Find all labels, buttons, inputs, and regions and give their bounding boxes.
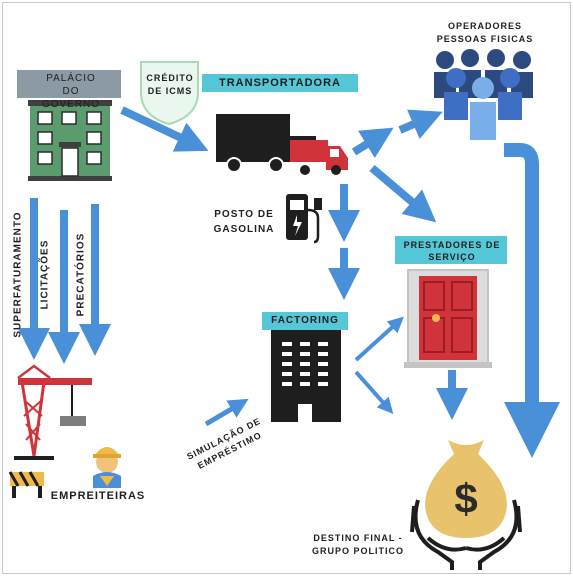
empreiteiras-label: EMPREITEIRAS xyxy=(50,490,146,502)
superfaturamento-label: SUPERFATURAMENTO xyxy=(12,211,24,338)
people-group-icon xyxy=(434,49,533,140)
arrow-operadores-to-destino xyxy=(504,143,560,458)
arrow-palacio-to-transportadora xyxy=(120,106,209,152)
truck-icon xyxy=(216,114,348,175)
money-bag-icon: $ xyxy=(425,440,507,538)
transportadora-label: TRANSPORTADORA xyxy=(219,77,341,89)
government-building-icon xyxy=(17,70,121,181)
transportadora-banner xyxy=(202,74,358,92)
door-icon xyxy=(395,236,507,368)
arrow-truck-to-operadores-b xyxy=(398,109,443,140)
fuel-pump-icon xyxy=(286,194,322,244)
arrow-truck-to-prestadores xyxy=(369,164,437,223)
licitacoes-label: LICITAÇÕES xyxy=(39,239,51,310)
hands-icon xyxy=(410,499,522,570)
badge-icon xyxy=(140,61,199,126)
prestadores-label: PRESTADORES DE SERVIÇO xyxy=(403,240,501,262)
factoring-label: FACTORING xyxy=(271,315,339,326)
precatorios-label: PRECATÓRIOS xyxy=(75,232,87,317)
posto-label: POSTO DE GASOLINA xyxy=(213,209,275,235)
barrier-icon xyxy=(8,471,44,498)
flow-arrows xyxy=(18,106,560,458)
arrow-simulacao-to-factoring xyxy=(204,398,249,427)
arrow-factoring-to-destino xyxy=(354,370,394,414)
destino-label: DESTINO FINAL - GRUPO POLITICO xyxy=(311,533,404,556)
credito-label: CRÉDITO DE ICMS xyxy=(146,73,194,96)
operadores-label: OPERADORES PESSOAS FISICAS xyxy=(436,21,534,44)
office-building-icon xyxy=(262,312,348,422)
arrow-factoring-to-prestadores xyxy=(354,316,404,362)
svg-text:$: $ xyxy=(454,475,477,522)
worker-icon xyxy=(93,447,121,488)
palacio-label: PALÁCIO DO GOVERNO xyxy=(41,73,101,110)
construction-crane-icon xyxy=(14,364,92,460)
arrow-truck-to-operadores-a xyxy=(351,127,394,159)
